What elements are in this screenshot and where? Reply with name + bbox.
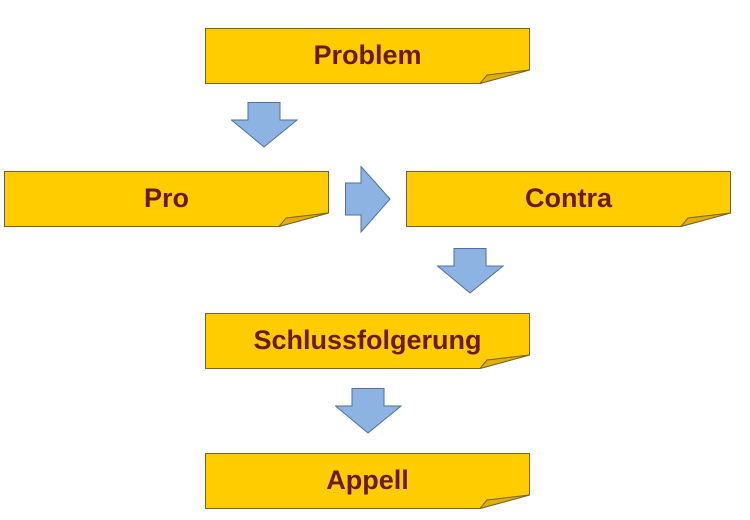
arrow-down-icon xyxy=(437,248,504,294)
node-contra: Contra xyxy=(406,171,731,227)
node-label: Appell xyxy=(326,465,409,495)
node-label: Pro xyxy=(143,183,189,213)
arrow-down-icon xyxy=(335,388,402,434)
node-pro: Pro xyxy=(4,171,329,227)
node-label: Contra xyxy=(525,183,612,213)
note-shape xyxy=(205,453,530,509)
node-appeal: Appell xyxy=(205,453,530,509)
arrow-down-icon xyxy=(231,102,298,148)
note-shape xyxy=(205,313,530,369)
node-problem: Problem xyxy=(205,28,530,84)
node-label: Schlussfolgerung xyxy=(253,325,482,355)
node-label: Problem xyxy=(313,40,422,70)
node-conclusion: Schlussfolgerung xyxy=(205,313,530,369)
note-shape xyxy=(205,28,530,84)
note-shape xyxy=(406,171,731,227)
note-shape xyxy=(4,171,329,227)
arrow-right-icon xyxy=(345,166,391,233)
